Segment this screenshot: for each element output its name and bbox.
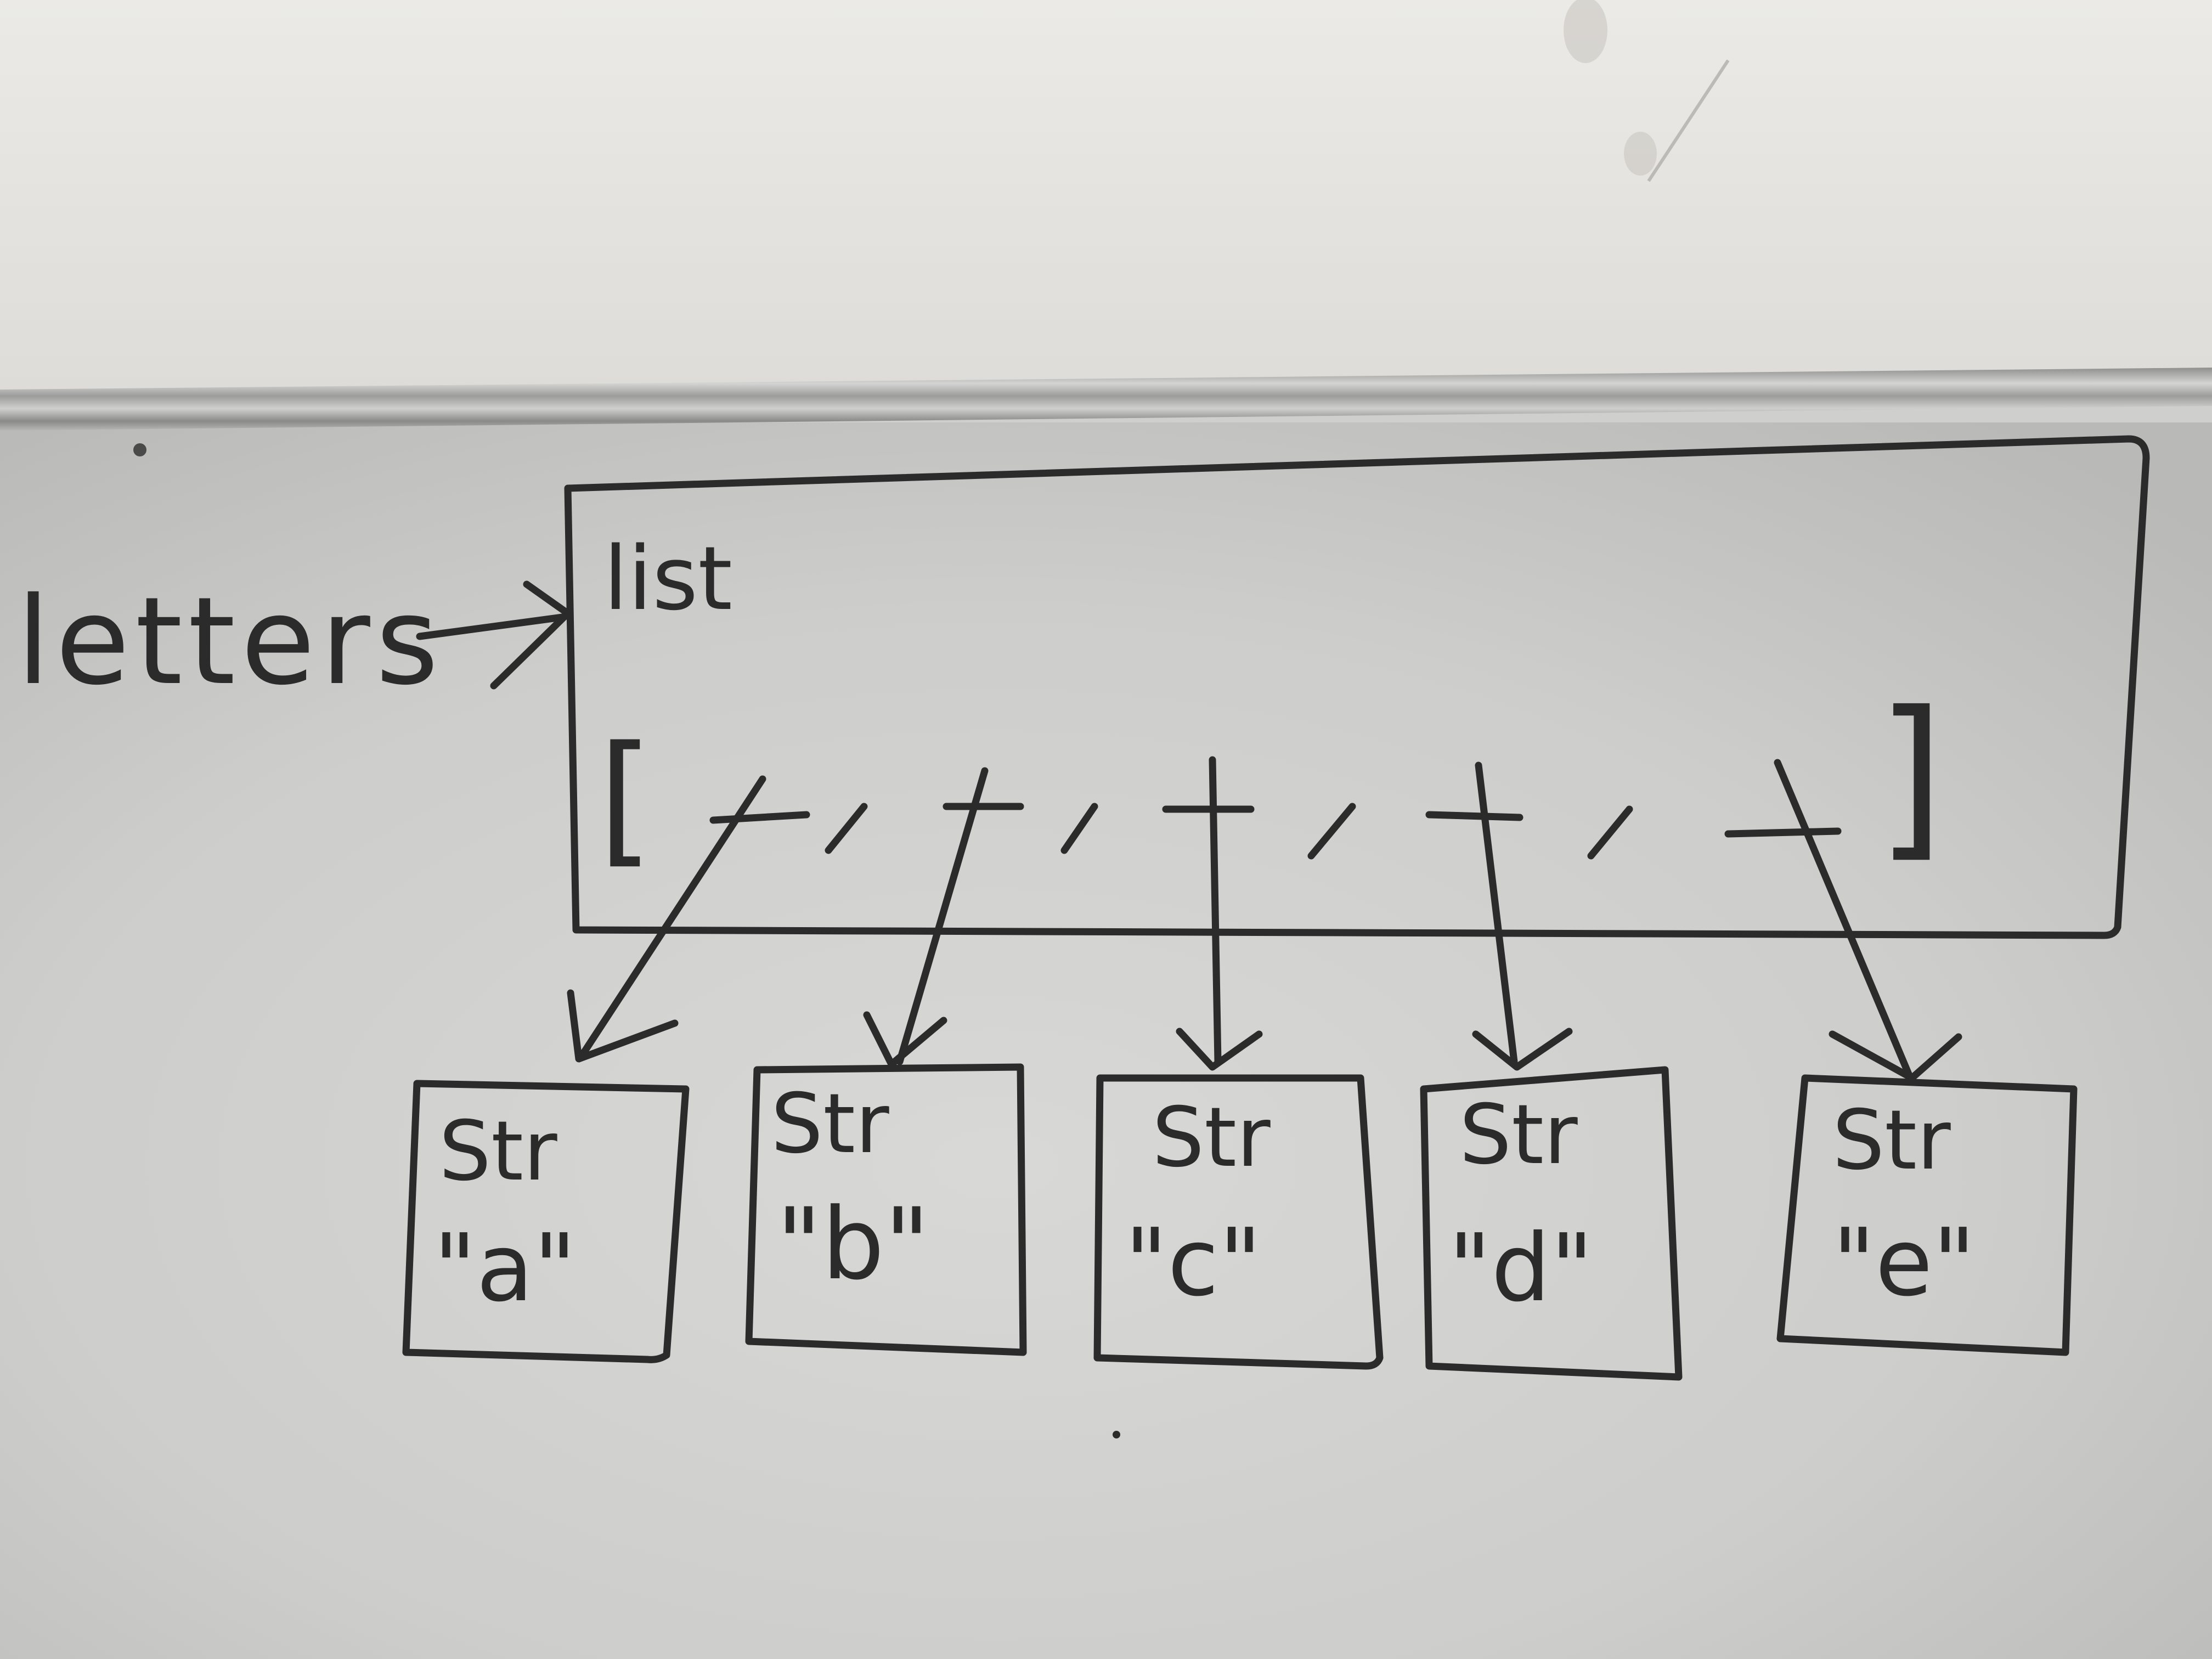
string-type-label: Str	[1832, 1093, 1951, 1188]
string-object-d: Str "d"	[1448, 1087, 1593, 1323]
string-value: "b"	[776, 1187, 930, 1302]
string-object-c: Str "c"	[1125, 1090, 1271, 1317]
board-rail	[0, 368, 2212, 431]
list-slot-0	[709, 811, 810, 824]
list-open-bracket: [	[598, 716, 653, 882]
list-close-bracket: ]	[1876, 674, 1945, 878]
string-value: "c"	[1125, 1209, 1262, 1317]
string-value: "e"	[1832, 1209, 1976, 1317]
reference-arrow-d	[1472, 761, 1573, 1071]
string-type-label: Str	[1152, 1090, 1271, 1186]
variable-name-label: letters	[16, 571, 444, 712]
wall	[0, 0, 2212, 395]
rail-screw	[133, 443, 146, 456]
comma-separator	[1060, 803, 1098, 854]
reference-arrow-a	[567, 775, 766, 1063]
wall-smudge	[1624, 132, 1657, 176]
string-object-box-e	[1776, 1074, 2078, 1356]
string-object-box-a	[402, 1080, 690, 1363]
list-slot-4	[1724, 827, 1842, 838]
string-object-box-d	[1420, 1066, 1683, 1381]
wall-scratch	[1647, 59, 1730, 182]
string-object-box-b	[745, 1063, 1027, 1356]
comma-separator	[825, 803, 868, 854]
comma-separator	[1307, 803, 1356, 860]
comma-separator	[1587, 805, 1633, 860]
string-type-label: Str	[771, 1076, 889, 1172]
string-object-a: Str "a"	[433, 1104, 577, 1323]
list-object-box	[564, 435, 2150, 939]
list-type-label: list	[603, 527, 732, 630]
reference-arrow-e	[1774, 759, 1962, 1082]
marker-dot	[1113, 1431, 1120, 1438]
reference-arrow-b	[863, 767, 989, 1068]
string-type-label: Str	[439, 1104, 557, 1199]
list-slot-3	[1425, 811, 1523, 821]
variable-reference-arrow	[416, 580, 572, 690]
string-object-e: Str "e"	[1832, 1093, 1976, 1317]
string-value: "a"	[433, 1214, 577, 1323]
string-type-label: Str	[1459, 1087, 1578, 1183]
reference-arrow-c	[1176, 756, 1263, 1071]
string-object-b: Str "b"	[771, 1076, 930, 1302]
wall-smudge	[1564, 0, 1607, 63]
string-value: "d"	[1448, 1214, 1593, 1323]
string-object-box-c	[1093, 1074, 1384, 1370]
